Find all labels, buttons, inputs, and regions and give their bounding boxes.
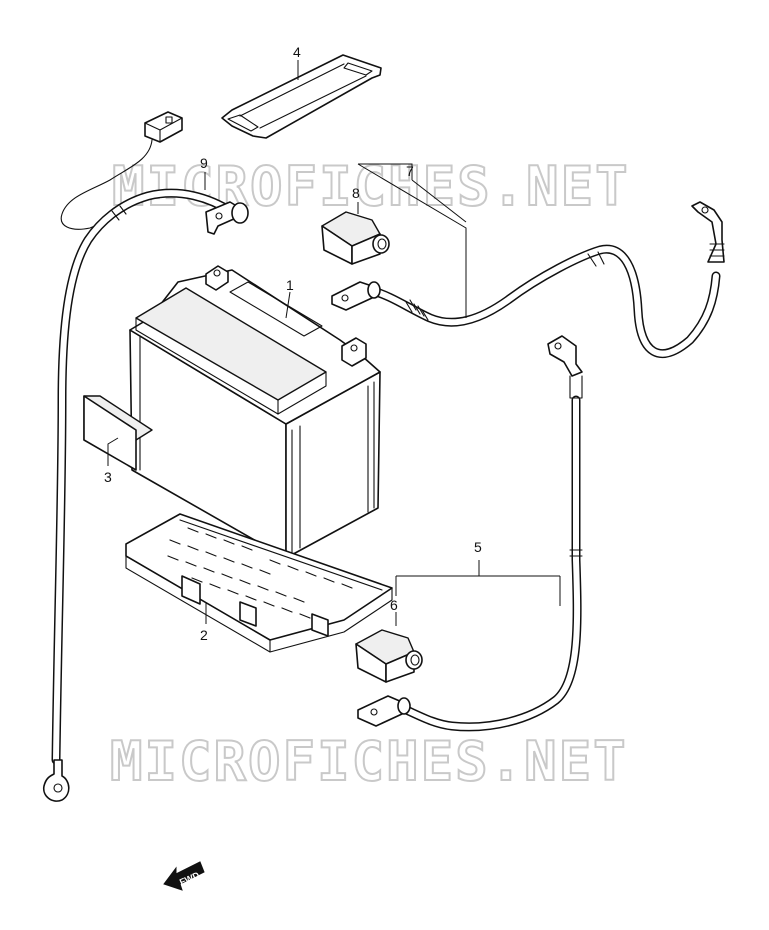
battery[interactable]: [129, 265, 381, 559]
positive-cable[interactable]: [331, 201, 725, 359]
callout-1: 1: [286, 277, 294, 293]
callout-3: 3: [104, 469, 112, 485]
callout-8: 8: [352, 185, 360, 201]
negative-cover[interactable]: [355, 629, 423, 683]
lead-wire[interactable]: [42, 111, 249, 802]
battery-label[interactable]: [83, 395, 153, 471]
fwd-arrow-icon: FWD: [163, 861, 205, 891]
watermark-bottom: MICROFICHES.NET: [110, 730, 628, 793]
callout-2: 2: [200, 627, 208, 643]
battery-band[interactable]: [221, 54, 382, 139]
callout-7: 7: [406, 163, 414, 179]
battery-tray[interactable]: [125, 513, 393, 653]
positive-cover[interactable]: [321, 211, 390, 265]
callout-4: 4: [293, 44, 301, 60]
callout-leaders: [107, 60, 561, 626]
callout-5: 5: [474, 539, 482, 555]
negative-cable[interactable]: [357, 335, 583, 732]
callout-9: 9: [200, 155, 208, 171]
callout-6: 6: [390, 597, 398, 613]
watermark-top: MICROFICHES.NET: [112, 155, 630, 218]
tray-slots: [167, 527, 353, 619]
